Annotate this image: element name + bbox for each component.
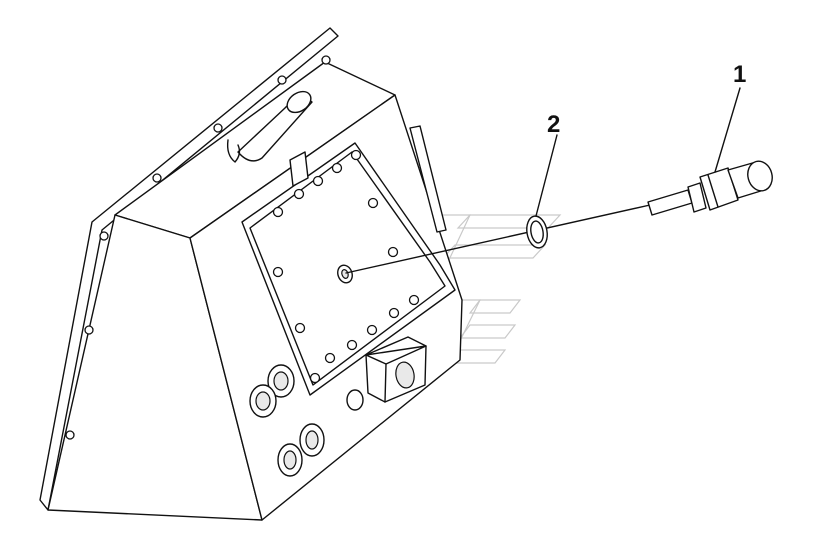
leader-line-2 [535,134,558,217]
callout-2: 2 [547,111,560,138]
tank-housing [39,27,463,521]
cover-bolts [272,149,420,384]
filler-neck [226,90,313,163]
side-bracket [409,125,447,233]
rear-flange [39,27,339,511]
callout-1: 1 [733,61,746,88]
lower-fittings [249,364,364,477]
flange-bolts [65,55,331,440]
top-tab [289,151,309,187]
assembly-axis-line [345,204,651,274]
leader-line-1 [714,87,741,173]
sensor [647,160,773,216]
sealing-ring [526,215,548,249]
outlet-block [365,336,427,403]
